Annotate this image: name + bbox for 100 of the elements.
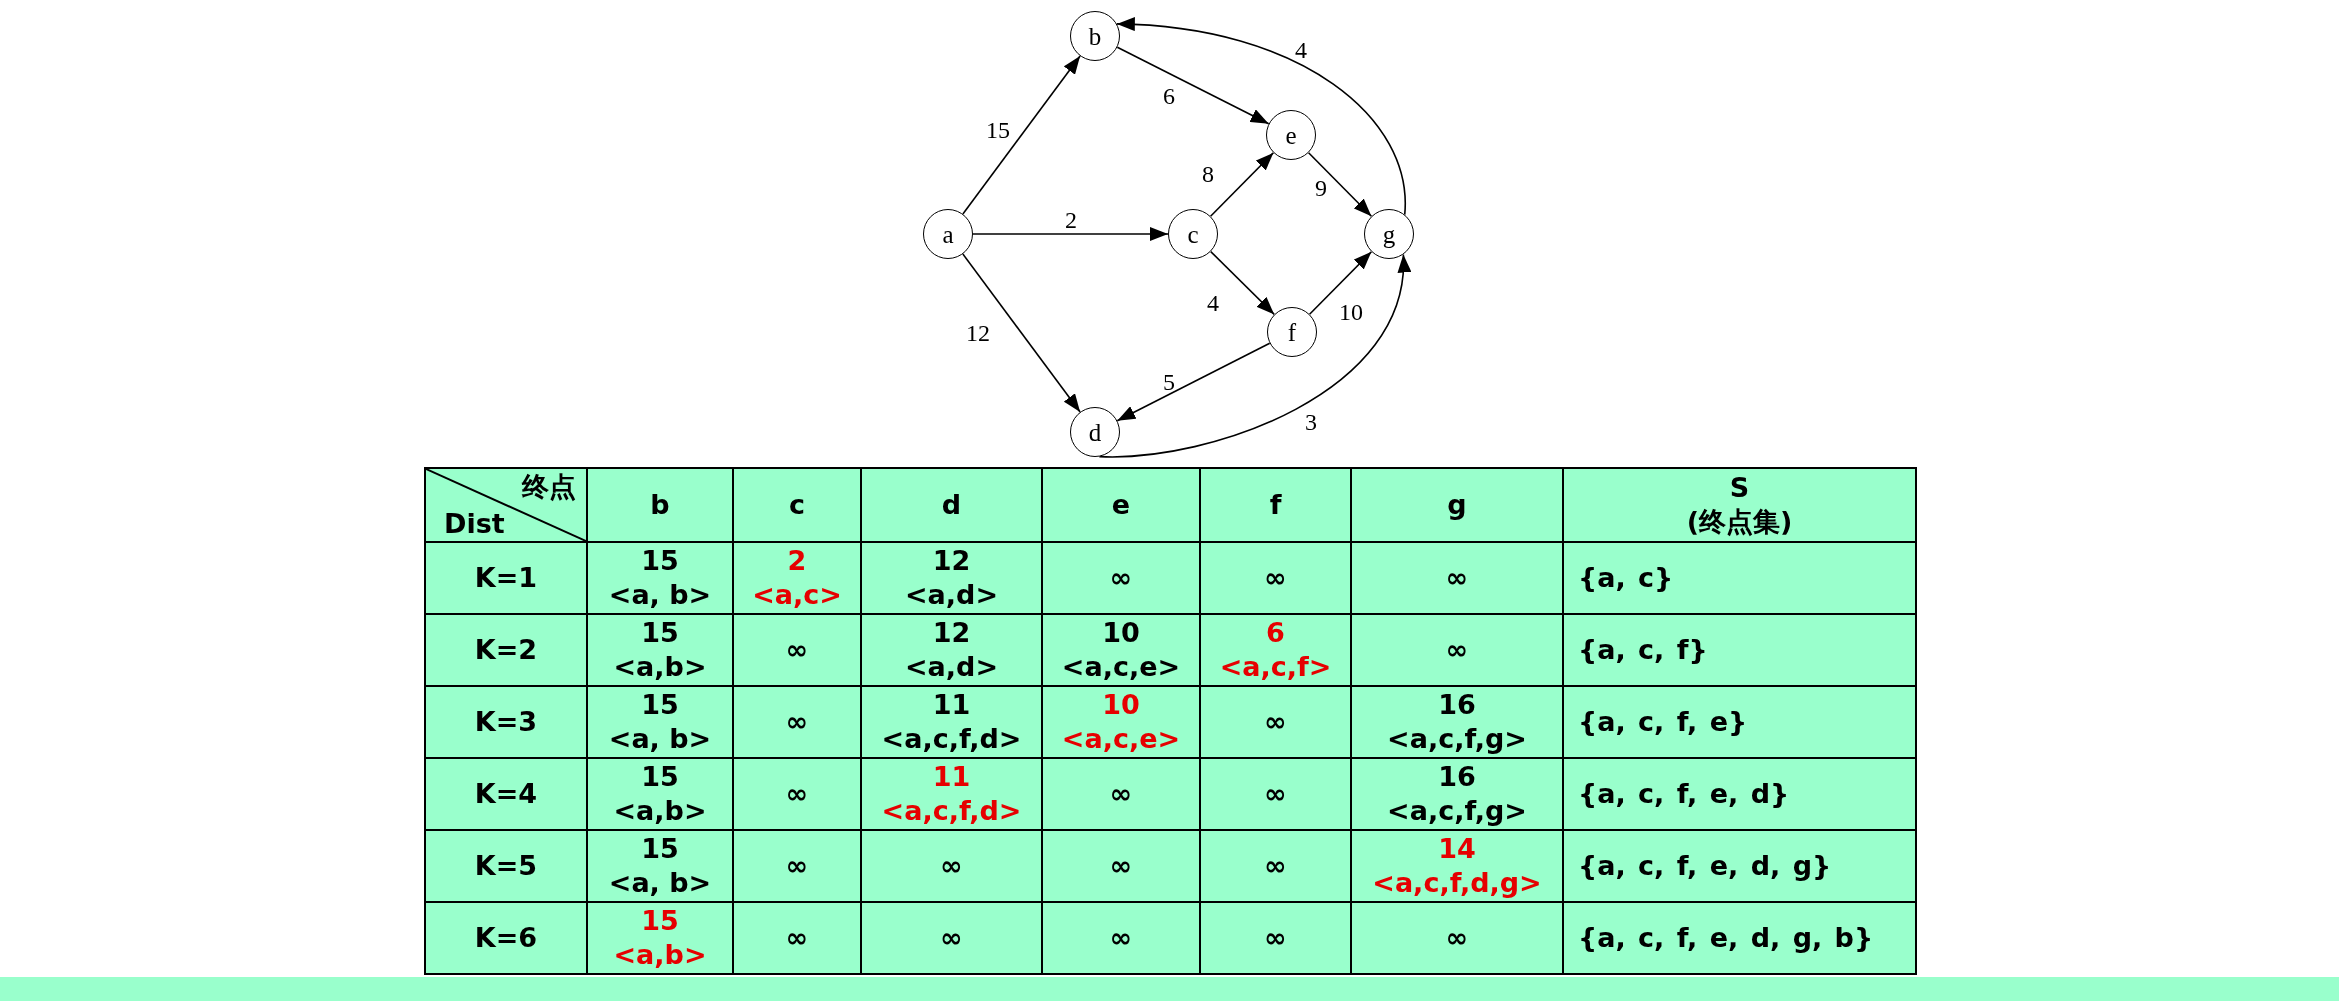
vertex-circle: f [1267, 307, 1317, 357]
edge-label: 4 [1295, 38, 1307, 62]
vertex-set: {a, c} [1578, 561, 1674, 595]
vertex-circle: g [1364, 209, 1414, 259]
row-header: K=3 [474, 705, 538, 739]
distance-value: ∞ [940, 849, 963, 883]
axis-header: 终点 [522, 472, 576, 502]
row-header: K=1 [474, 561, 538, 595]
column-header: c [789, 488, 805, 522]
column-subheader: (终点集) [1686, 505, 1793, 539]
arrow [1209, 250, 1276, 316]
distance-value: 15 [641, 832, 679, 866]
edge-label: 10 [1339, 300, 1363, 324]
arrow [1116, 342, 1271, 422]
path-label: <a,c,e> [1061, 650, 1181, 684]
arrow [962, 253, 1081, 413]
vertex-set: {a, c, f, e, d} [1578, 777, 1790, 811]
distance-value: 12 [932, 544, 971, 578]
distance-value: 15 [641, 616, 679, 650]
arrow [1116, 46, 1270, 125]
vertex-circle: c [1168, 209, 1218, 259]
distance-value: 14 [1438, 832, 1476, 866]
arrow [1307, 151, 1373, 218]
column-header: b [650, 488, 670, 522]
edge-label: 15 [986, 118, 1010, 142]
distance-value: ∞ [940, 921, 963, 955]
distance-value: 12 [932, 616, 971, 650]
path-label: <a,c,f,d> [881, 794, 1022, 828]
distance-value: ∞ [1264, 561, 1287, 595]
distance-value: ∞ [1109, 921, 1133, 955]
vertex-set: {a, c, f, e, d, g, b} [1578, 921, 1874, 955]
row-header: K=2 [474, 633, 538, 667]
vertex-set: {a, c, f} [1578, 633, 1708, 667]
arrow [962, 55, 1081, 215]
edge-label: 3 [1305, 410, 1317, 434]
column-header: d [941, 488, 962, 522]
path-label: <a,c,f,d> [881, 722, 1022, 756]
path-label: <a,c,f> [1219, 650, 1332, 684]
distance-value: 15 [641, 544, 679, 578]
path-label: <a,c,e> [1061, 722, 1181, 756]
edge-label: 2 [1065, 208, 1077, 232]
distance-value: ∞ [1445, 633, 1469, 667]
distance-value: ∞ [1445, 561, 1469, 595]
path-label: <a,b> [613, 938, 707, 972]
column-header: S [1729, 471, 1750, 505]
distance-value: ∞ [1109, 849, 1133, 883]
path-label: <a,b> [613, 650, 707, 684]
edge-label: 6 [1163, 84, 1175, 108]
path-label: <a,d> [904, 650, 999, 684]
distance-value: 11 [932, 688, 971, 722]
vertex-circle: d [1070, 407, 1120, 457]
column-header: e [1111, 488, 1131, 522]
column-header: g [1447, 488, 1467, 522]
vertex-set: {a, c, f, e} [1578, 705, 1748, 739]
vertex-circle: b [1070, 11, 1120, 61]
distance-value: ∞ [1264, 921, 1287, 955]
column-header: f [1269, 488, 1282, 522]
vertex-circle: a [923, 209, 973, 259]
distance-value: 16 [1438, 688, 1476, 722]
path-label: <a,b> [613, 794, 707, 828]
distance-value: ∞ [1445, 921, 1469, 955]
arrow [1308, 250, 1373, 316]
distance-value: 2 [787, 544, 807, 578]
distance-value: 11 [932, 760, 971, 794]
vertex-circle: e [1266, 110, 1316, 160]
edge-label: 12 [966, 321, 990, 345]
distance-value: 6 [1266, 616, 1285, 650]
distance-value: 10 [1102, 688, 1140, 722]
row-header: K=4 [474, 777, 538, 811]
arrow [1209, 151, 1275, 218]
distance-value: ∞ [785, 633, 809, 667]
path-label: <a,c> [752, 578, 842, 612]
path-label: <a,c,f,g> [1387, 722, 1527, 756]
distance-value: ∞ [1109, 561, 1133, 595]
distance-value: ∞ [785, 921, 809, 955]
path-label: <a, b> [608, 722, 712, 756]
vertex-set: {a, c, f, e, d, g} [1578, 849, 1832, 883]
distance-value: ∞ [785, 705, 809, 739]
distance-value: 16 [1438, 760, 1476, 794]
arrow [972, 227, 1169, 241]
distance-value: ∞ [1264, 849, 1287, 883]
distance-value: ∞ [1264, 705, 1287, 739]
edge-label: 5 [1163, 370, 1175, 394]
path-label: <a, b> [608, 866, 712, 900]
path-label: <a,d> [904, 578, 999, 612]
distance-value: 15 [641, 688, 679, 722]
distance-value: ∞ [1264, 777, 1287, 811]
path-label: <a, b> [608, 578, 712, 612]
axis-header: Dist [444, 508, 505, 540]
arrow [1098, 253, 1410, 458]
row-header: K=6 [474, 921, 538, 955]
distance-value: ∞ [785, 849, 809, 883]
path-label: <a,c,f,d,g> [1372, 866, 1542, 900]
edge-label: 9 [1315, 176, 1327, 200]
arrow [1116, 17, 1406, 216]
distance-value: 10 [1102, 616, 1140, 650]
edge-label: 8 [1202, 162, 1214, 186]
distance-value: 15 [641, 760, 679, 794]
distance-value: ∞ [785, 777, 809, 811]
path-label: <a,c,f,g> [1387, 794, 1527, 828]
